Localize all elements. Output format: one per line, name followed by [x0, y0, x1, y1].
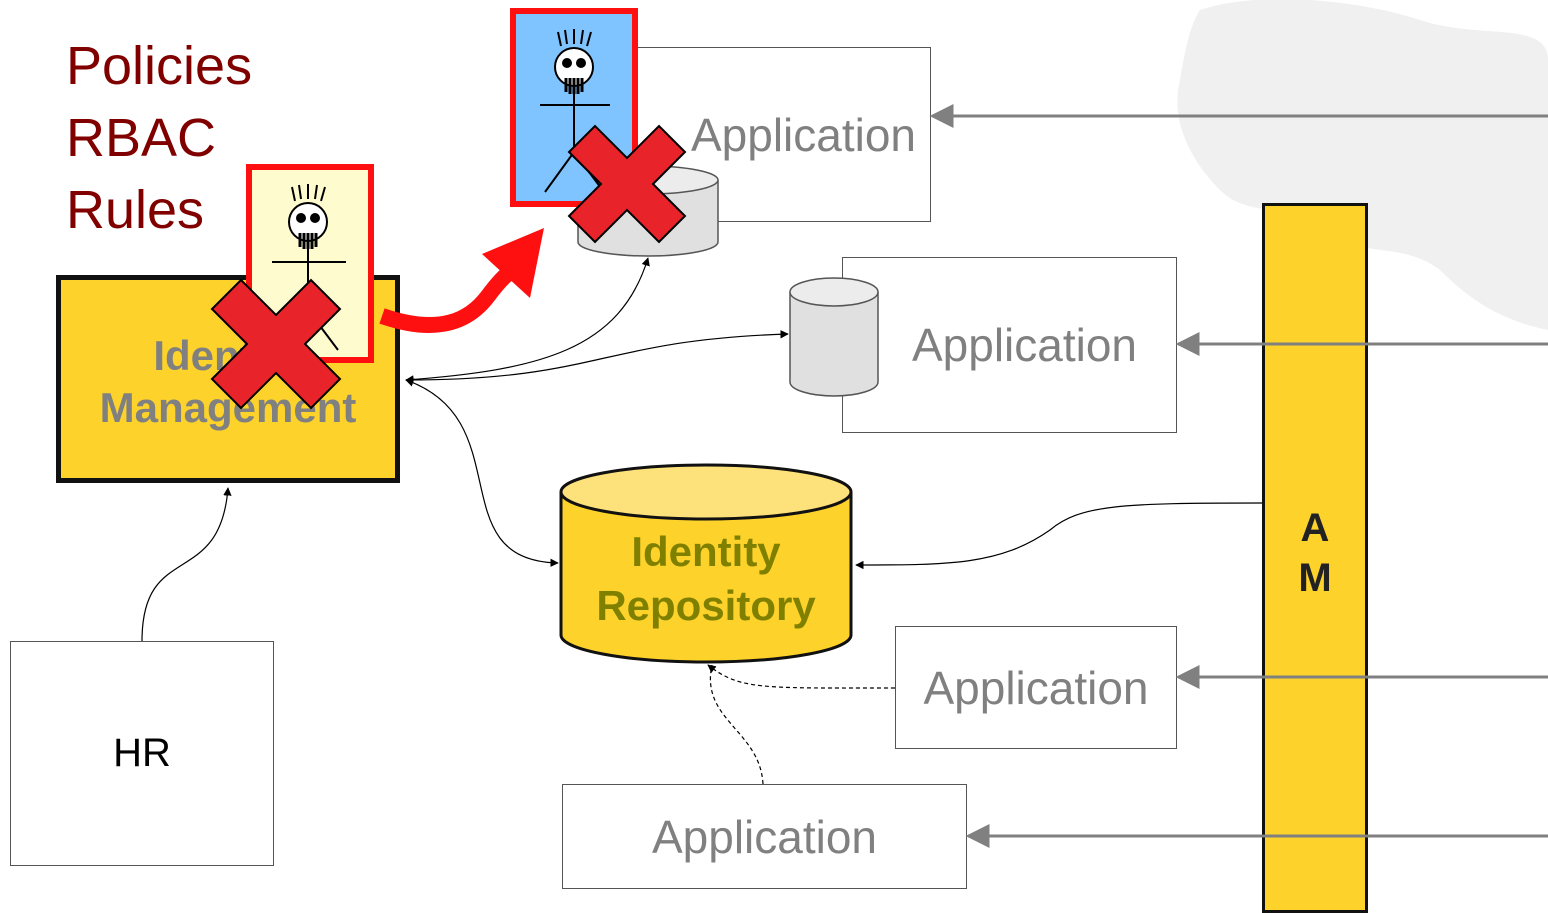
connector-idm-db1 [405, 257, 650, 384]
application-label-4: Application [651, 810, 878, 863]
connector-am-repo [855, 502, 1263, 570]
connector-idm-db2 [405, 330, 789, 381]
application-box-4: Application [562, 784, 967, 889]
database-icon-identity-repository [559, 463, 853, 664]
application-box-3: Application [895, 626, 1177, 749]
am-line-1: A [1300, 506, 1330, 550]
policies-line-1: Policies [66, 36, 253, 96]
access-management-bar [1262, 203, 1368, 913]
am-line-2: M [1298, 556, 1332, 600]
cross-icon-1 [567, 124, 687, 244]
database-icon-app2 [789, 277, 879, 397]
application-label-3: Application [923, 661, 1149, 714]
application-box-2: Application [842, 257, 1177, 433]
identity-repository-label: Identity Repository [560, 525, 852, 633]
red-arrow-icon [379, 228, 544, 334]
connector-idm-repo [405, 378, 559, 567]
connector-app4-repo [709, 664, 764, 785]
cross-icon-2 [210, 278, 342, 410]
policies-line-3: Rules [66, 180, 205, 240]
connector-hr-idm [141, 487, 232, 642]
policies-line-2: RBAC [66, 108, 217, 168]
identity-repository-line-2: Repository [596, 582, 816, 629]
application-label-1: Application [690, 108, 917, 161]
application-label-2: Application [911, 319, 1138, 371]
connector-app3-repo [707, 664, 896, 689]
access-management-label: A M [1262, 503, 1368, 603]
policies-text: Policies RBAC Rules [66, 30, 252, 246]
identity-repository-line-1: Identity [631, 528, 781, 575]
hr-label: HR [113, 731, 171, 775]
hr-box: HR [10, 641, 274, 866]
